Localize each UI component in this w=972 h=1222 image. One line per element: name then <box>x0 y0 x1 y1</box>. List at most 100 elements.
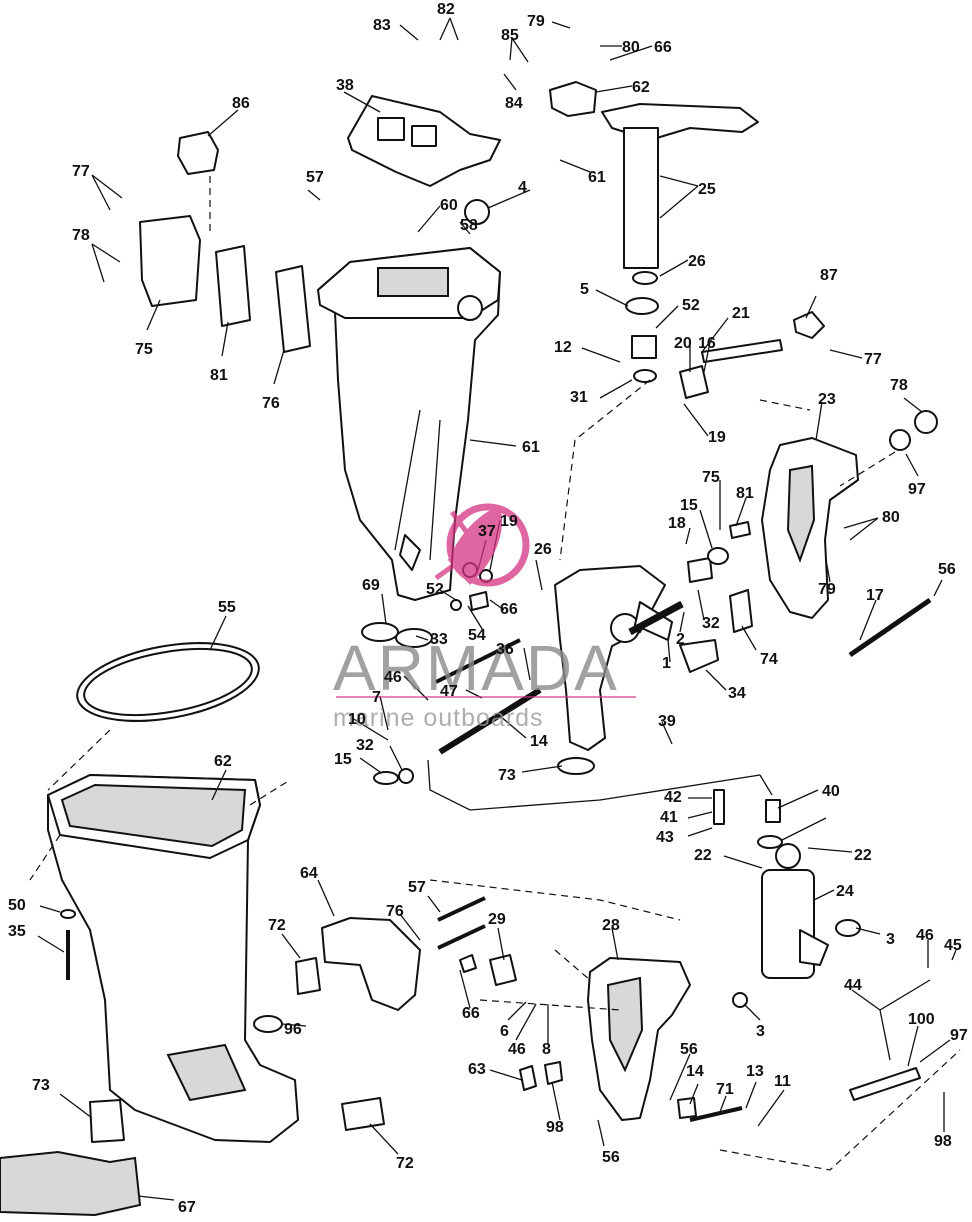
watermark-tagline: marine outboards <box>333 704 544 732</box>
callout-label: 62 <box>632 79 650 96</box>
leader-16-upper <box>703 341 711 373</box>
callout-label: 41 <box>660 809 678 826</box>
leader-68 <box>719 1095 727 1113</box>
leader-73 <box>521 765 563 773</box>
callout-label: 37 <box>478 523 496 540</box>
watermark-logo-icon <box>434 503 530 587</box>
leader-66 <box>459 969 471 1009</box>
leader-33 <box>415 635 429 641</box>
callout-label: 13 <box>746 1063 764 1080</box>
housing-seal-ring-inner <box>83 647 253 717</box>
cover-gasket <box>215 245 251 327</box>
leader-96-lower <box>551 1081 561 1121</box>
clamp-lever <box>489 954 517 986</box>
callout-label: 22 <box>694 847 712 864</box>
callout-label: 100 <box>908 1011 935 1028</box>
callout-label: 98 <box>546 1119 564 1136</box>
callout-label: 33 <box>430 631 448 648</box>
callout-label: 16 <box>698 335 716 352</box>
leader-39 <box>661 721 673 745</box>
callout-label: 4 <box>518 179 527 196</box>
callout-label: 57 <box>408 879 426 896</box>
leader-17 <box>859 599 877 641</box>
adapter-port-right <box>411 125 437 147</box>
guide-line-steering <box>559 379 651 561</box>
leader-87 <box>221 321 229 357</box>
callout-label: 52 <box>682 297 700 314</box>
trim-sender-wire <box>427 759 761 811</box>
o-ring-lower <box>633 369 657 383</box>
callout-label: 56 <box>938 561 956 578</box>
assembly-guide-lines <box>29 176 961 1171</box>
leader-44 <box>851 989 881 1011</box>
leader-50 <box>39 905 61 913</box>
leader-29 <box>659 175 699 219</box>
callout-label: 61 <box>588 169 606 186</box>
leader-72-upper <box>281 933 301 959</box>
leader-22-right <box>807 847 853 853</box>
leader-7 <box>379 695 389 731</box>
callout-label: 35 <box>8 923 26 940</box>
leader-25 <box>659 259 689 277</box>
leader-90 <box>439 17 459 41</box>
leader-62 <box>489 599 505 611</box>
leader-34 <box>705 669 727 691</box>
bracket-bushing <box>519 1065 537 1091</box>
leader-31 <box>599 379 633 399</box>
callout-label: 71 <box>716 1081 734 1098</box>
housing-gasket <box>275 265 311 353</box>
cylinder-fitting <box>765 799 781 823</box>
leader-51 <box>439 589 457 601</box>
upper-housing-opening <box>377 267 449 297</box>
callout-label: 25 <box>698 181 716 198</box>
leader-84 <box>146 299 161 331</box>
callout-label: 15 <box>334 751 352 768</box>
leader-45 <box>951 949 957 961</box>
detent-ball <box>450 599 462 611</box>
trim-sender-wire-end <box>759 774 773 796</box>
steering-shaft <box>623 127 659 269</box>
callout-label: 97 <box>950 1027 968 1044</box>
leader-88 <box>551 21 571 29</box>
callout-label: 98 <box>934 1133 952 1150</box>
callout-label: 6 <box>500 1023 509 1040</box>
callout-label: 66 <box>500 601 518 618</box>
leader-100 <box>781 817 827 841</box>
leader-15-upper <box>699 509 713 549</box>
callout-label: 39 <box>658 713 676 730</box>
callout-label: 15 <box>680 497 698 514</box>
ground-strap <box>879 979 931 1061</box>
guide-line-lower-left <box>29 834 61 881</box>
leader-5 <box>595 289 629 307</box>
tilt-tube-nut-inner <box>889 429 911 451</box>
leader-11 <box>745 1081 757 1109</box>
bracket-bolt-upper <box>437 896 486 922</box>
leader-6 <box>507 1001 527 1021</box>
callout-label: 85 <box>501 27 519 44</box>
leader-28 <box>497 927 505 961</box>
rubber-mount-upper-left <box>361 622 399 642</box>
leader-91 <box>399 24 419 41</box>
callout-label: 52 <box>426 581 444 598</box>
leader-56-lower <box>597 1119 605 1147</box>
callout-label: 74 <box>760 651 778 668</box>
callout-label: 29 <box>488 911 506 928</box>
callout-label: 56 <box>602 1149 620 1166</box>
leader-57-lower <box>459 221 471 235</box>
tilt-support-plate <box>729 589 753 633</box>
leader-18 <box>685 527 691 545</box>
leader-94 <box>207 109 239 137</box>
leader-9 <box>351 717 389 741</box>
callout-label: 50 <box>8 897 26 914</box>
leader-56-upper <box>933 579 943 597</box>
guide-line-seal <box>47 729 111 791</box>
callout-label: 2 <box>676 631 685 648</box>
watermark: ARMADA marine outboards <box>333 503 636 732</box>
callout-label: 38 <box>336 77 354 94</box>
mount-spacer <box>398 768 414 784</box>
rubber-mount-rear <box>89 1099 125 1143</box>
mount-washer <box>373 771 399 785</box>
leader-81 <box>735 497 747 527</box>
callout-label: 73 <box>32 1077 50 1094</box>
callout-label: 97 <box>908 481 926 498</box>
